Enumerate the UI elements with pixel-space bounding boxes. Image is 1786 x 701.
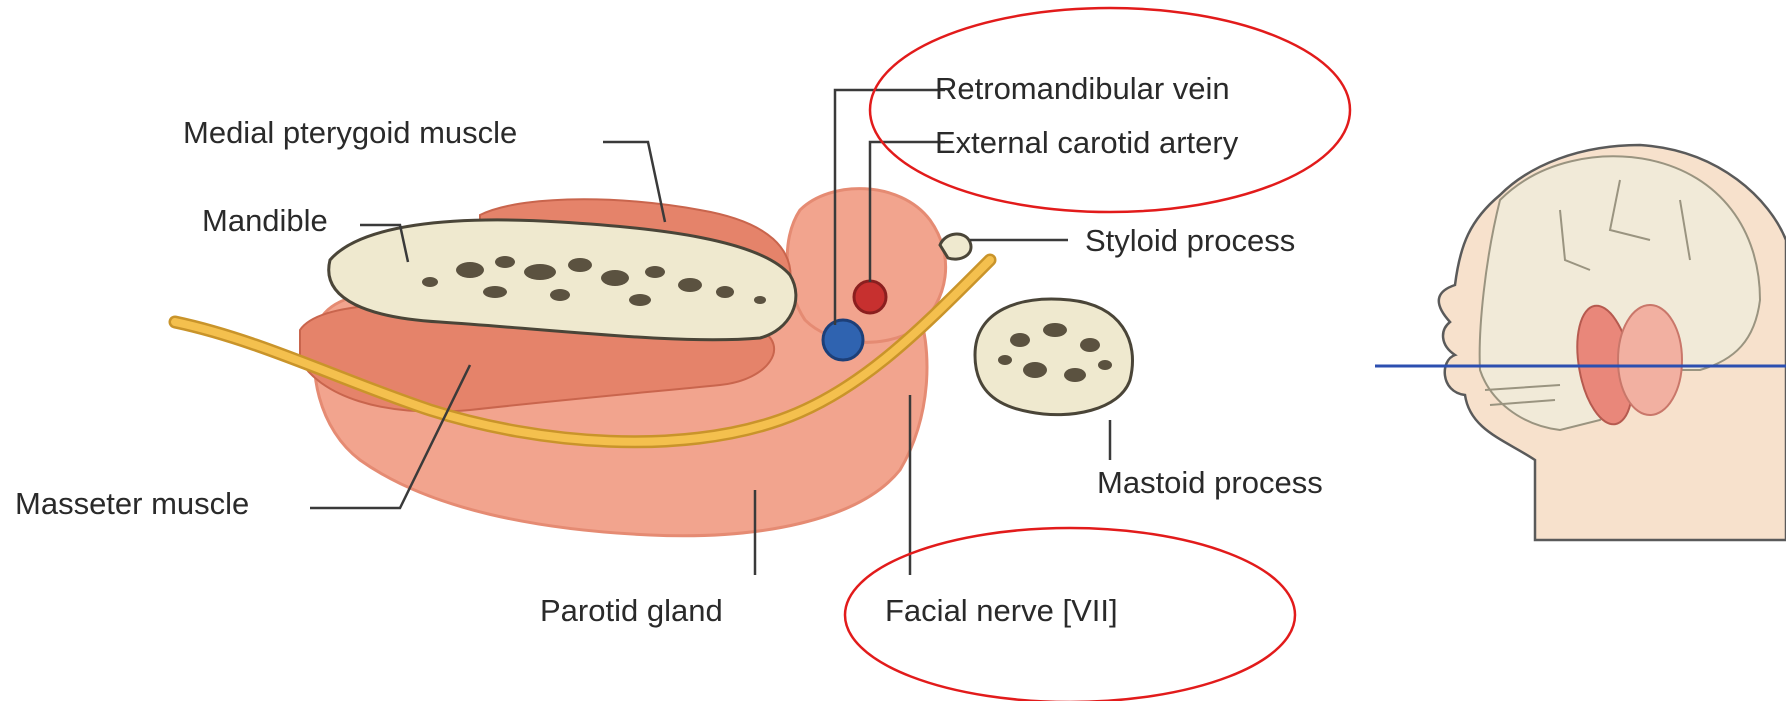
retromandibular-vein bbox=[823, 320, 863, 360]
external-carotid-artery bbox=[854, 281, 886, 313]
styloid-process bbox=[940, 234, 971, 259]
label-external-carotid-artery: External carotid artery bbox=[935, 127, 1238, 158]
highlight-ellipse-vessels bbox=[870, 8, 1350, 212]
label-styloid-process: Styloid process bbox=[1085, 225, 1295, 256]
label-mandible: Mandible bbox=[202, 205, 328, 236]
label-facial-nerve: Facial nerve [VII] bbox=[885, 595, 1118, 626]
label-medial-pterygoid-muscle: Medial pterygoid muscle bbox=[183, 117, 517, 148]
label-mastoid-process: Mastoid process bbox=[1097, 467, 1323, 498]
label-masseter-muscle: Masseter muscle bbox=[15, 488, 249, 519]
mastoid-process bbox=[975, 299, 1133, 415]
label-retromandibular-vein: Retromandibular vein bbox=[935, 73, 1230, 104]
label-parotid-gland: Parotid gland bbox=[540, 595, 723, 626]
head-orientation-inset bbox=[1375, 145, 1786, 540]
